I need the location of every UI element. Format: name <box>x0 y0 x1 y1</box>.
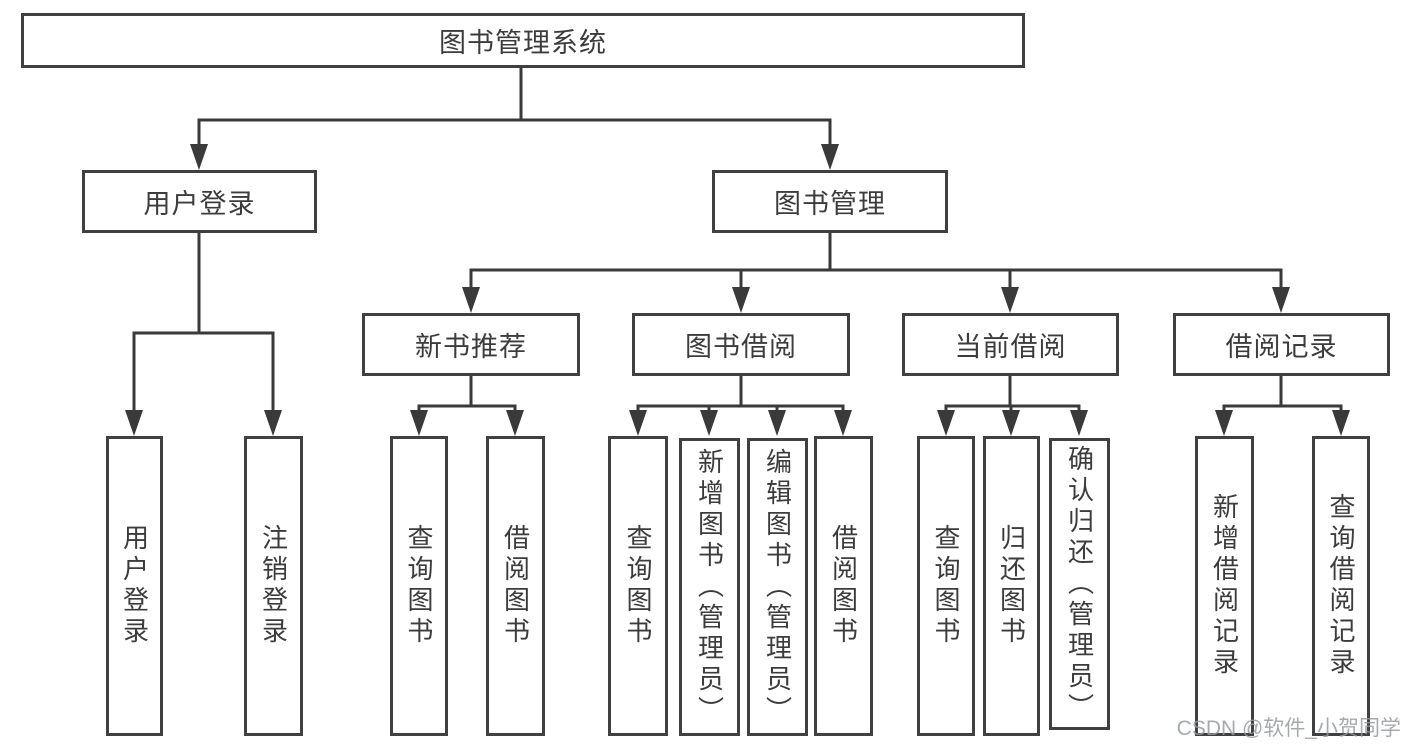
node-borrow-books-action-label: 借阅图书 <box>828 524 859 648</box>
node-book-management-label: 图书管理 <box>774 189 886 219</box>
node-user-login-label: 用户登录 <box>143 189 256 219</box>
node-query-books-borrow-label: 查询图书 <box>623 524 653 648</box>
node-query-books-borrow: 查询图书 <box>608 436 668 736</box>
node-current-borrowing-label: 当前借阅 <box>954 332 1067 362</box>
connector-lines <box>132 68 1343 414</box>
node-add-books-admin-label: 新增图书（管理员） <box>694 447 725 727</box>
node-new-book-recommend: 新书推荐 <box>362 313 580 376</box>
node-add-books-admin: 新增图书（管理员） <box>679 438 740 736</box>
node-logout-action-label: 注销登录 <box>258 524 289 648</box>
node-borrow-books-recommend-label: 借阅图书 <box>500 524 531 648</box>
node-confirm-return-admin-label: 确认归还（管理员） <box>1064 444 1095 724</box>
node-book-borrowing: 图书借阅 <box>632 313 850 376</box>
node-query-books-current-label: 查询图书 <box>931 524 961 648</box>
node-book-management: 图书管理 <box>712 170 948 233</box>
node-borrow-books-recommend: 借阅图书 <box>486 436 545 736</box>
node-new-book-recommend-label: 新书推荐 <box>415 332 527 362</box>
node-logout-action: 注销登录 <box>244 436 303 736</box>
node-query-borrow-record-label: 查询借阅记录 <box>1326 493 1356 679</box>
node-query-books-recommend: 查询图书 <box>390 436 448 736</box>
node-library-system: 图书管理系统 <box>21 13 1025 68</box>
node-query-books-recommend-label: 查询图书 <box>404 524 434 648</box>
node-borrow-records-label: 借阅记录 <box>1225 332 1338 362</box>
node-borrow-books-action: 借阅图书 <box>814 436 873 736</box>
node-user-login-action: 用户登录 <box>106 436 163 736</box>
node-current-borrowing: 当前借阅 <box>902 313 1119 376</box>
node-library-system-label: 图书管理系统 <box>439 28 607 58</box>
node-add-borrow-record-label: 新增借阅记录 <box>1209 493 1240 679</box>
node-add-borrow-record: 新增借阅记录 <box>1195 436 1254 736</box>
node-query-borrow-record: 查询借阅记录 <box>1312 436 1370 736</box>
csdn-watermark: CSDN @软件_小贺同学 <box>1176 717 1401 740</box>
node-query-books-current: 查询图书 <box>917 436 975 736</box>
connector-arrowheads <box>125 144 1350 436</box>
node-edit-books-admin: 编辑图书（管理员） <box>747 438 808 736</box>
node-edit-books-admin-label: 编辑图书（管理员） <box>762 447 793 727</box>
node-book-borrowing-label: 图书借阅 <box>685 332 797 362</box>
node-return-books: 归还图书 <box>983 436 1040 736</box>
node-user-login-action-label: 用户登录 <box>119 524 150 648</box>
node-confirm-return-admin: 确认归还（管理员） <box>1049 438 1110 730</box>
node-user-login: 用户登录 <box>82 170 317 233</box>
node-borrow-records: 借阅记录 <box>1173 313 1390 376</box>
node-return-books-label: 归还图书 <box>996 524 1027 648</box>
